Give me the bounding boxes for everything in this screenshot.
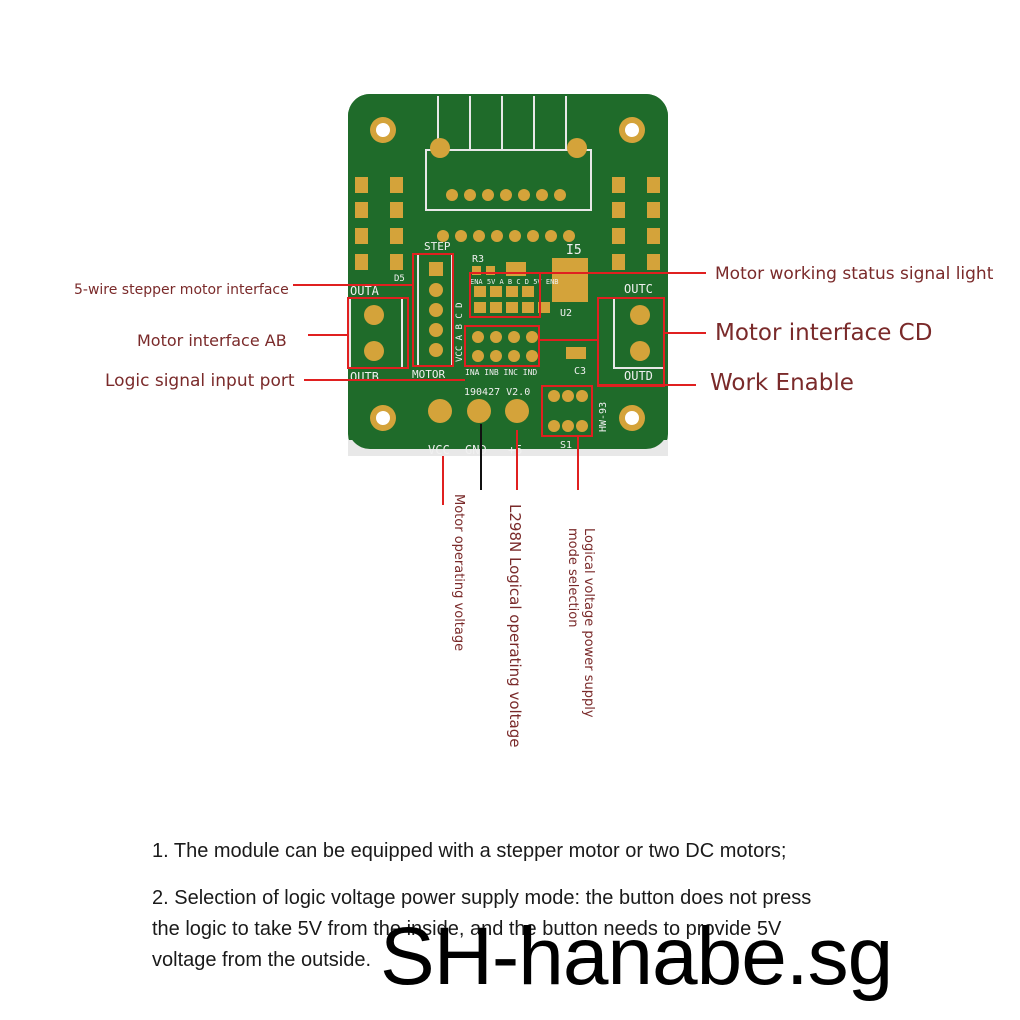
- enable-pins-label: ENA 5V A B C D 5V ENB: [470, 278, 559, 286]
- callout-logic-voltage: L298N Logical operating voltage: [506, 504, 524, 748]
- u2-chip: [552, 258, 588, 302]
- note-line-1: 1. The module can be equipped with a ste…: [152, 840, 787, 862]
- note-line-2: 2. Selection of logic voltage power supp…: [152, 887, 812, 971]
- s1-switch: [548, 390, 588, 432]
- l298n-footprint: [425, 96, 592, 211]
- callout-logic-input: Logic signal input port: [105, 371, 295, 391]
- callout-stepper: 5-wire stepper motor interface: [74, 282, 289, 298]
- l298n-pins: [437, 189, 575, 242]
- i5-label: I5: [566, 243, 582, 258]
- motor-label: MOTOR: [412, 368, 445, 381]
- step-label: STEP: [424, 240, 451, 253]
- outc-label: OUTC: [624, 282, 653, 296]
- s1-label: S1: [560, 440, 572, 451]
- vcc-label: VCC: [428, 443, 450, 457]
- input-header: [472, 331, 538, 362]
- callout-motor-voltage: Motor operating voltage: [451, 494, 466, 652]
- version-label: 190427 V2.0: [464, 387, 530, 398]
- c3-label: C3: [574, 366, 586, 377]
- outa-label: OUTA: [350, 284, 380, 298]
- diodes-left: [355, 177, 403, 270]
- d5-label: D5: [394, 274, 405, 284]
- step-pins-label: VCC A B C D: [455, 302, 465, 362]
- outb-label: OUTB: [350, 370, 379, 384]
- callout-lines: [293, 253, 706, 505]
- callout-work-enable: Work Enable: [710, 370, 854, 396]
- r3-label: R3: [472, 254, 484, 265]
- u2-label: U2: [560, 308, 572, 319]
- watermark: SH-hanabe.sg: [380, 911, 893, 1002]
- plus5-label: +5: [508, 443, 522, 457]
- diodes-right: [612, 177, 660, 270]
- gnd-label: GND: [465, 443, 487, 457]
- power-terminal: [428, 399, 529, 423]
- callout-motor-ab: Motor interface AB: [137, 331, 287, 350]
- model-label: HW-93: [598, 402, 609, 432]
- outd-label: OUTD: [624, 369, 653, 383]
- callout-motor-cd: Motor interface CD: [715, 320, 933, 346]
- input-pins-label: INA INB INC IND: [465, 368, 537, 377]
- callout-supply-mode: Logical voltage power supply mode select…: [565, 528, 596, 718]
- callout-status-light: Motor working status signal light: [715, 264, 994, 284]
